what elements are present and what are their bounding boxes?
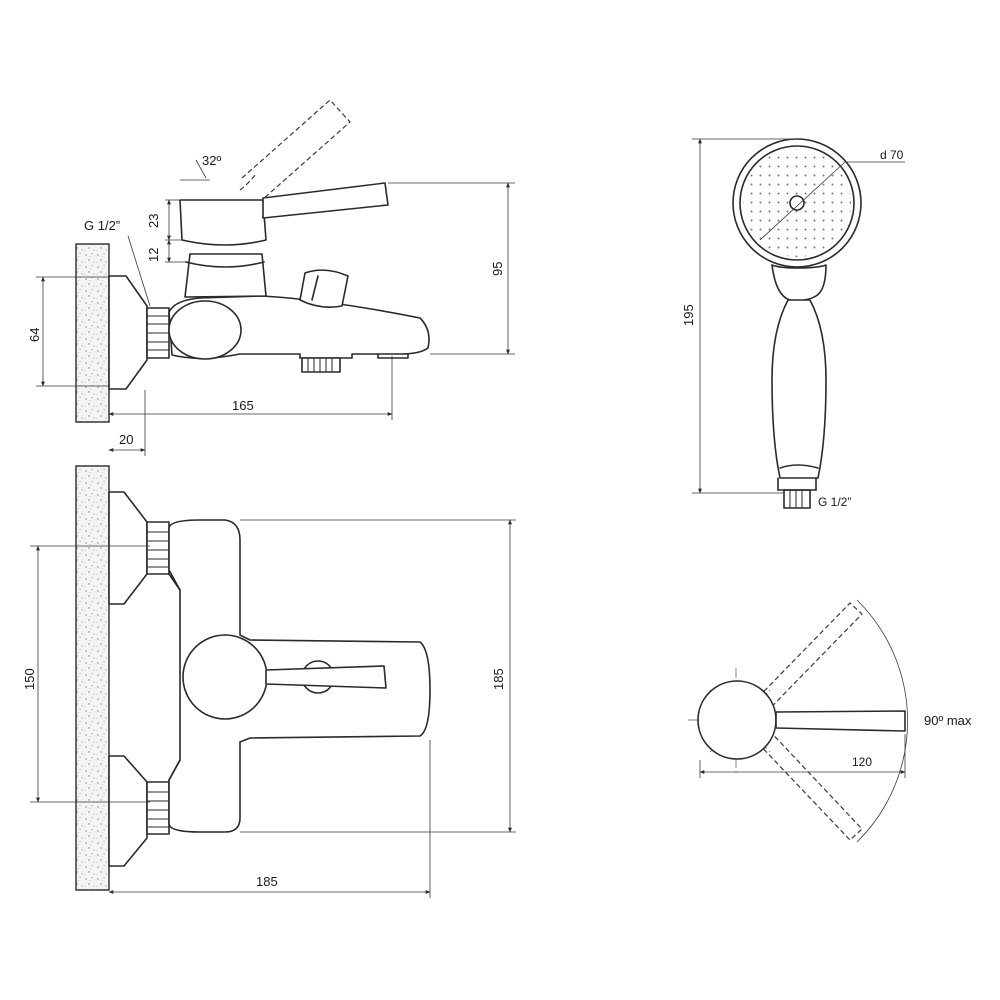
handle-circle-top [182,634,268,720]
lever-tilted-dashed [241,99,351,201]
dim-64-label: 64 [27,328,42,342]
handle-rotation-view: 90º max 120 [688,599,972,843]
dim-d70-label: d 70 [880,148,904,162]
hand-shower-view: d 70 G 1/2” 195 [681,138,905,509]
shower-thread [783,489,811,509]
flange-upper [108,491,148,605]
nut-lower [146,781,170,835]
wall-flange-side [108,275,148,390]
thread-inlet-label: G 1/2” [84,218,120,233]
angle-lever-label: 32º [202,153,221,168]
top-view: 150 185 185 [22,465,516,898]
nut-upper [146,521,170,575]
lever-rotation [775,710,906,732]
dim-20-label: 20 [119,432,133,447]
lever-rotated-down [735,707,863,841]
handle-circle-rotation [697,680,777,760]
dim-23-label: 23 [146,214,161,228]
diverter-knob-side [299,269,349,308]
rotation-arc [856,599,908,843]
dim-185-vertical-label: 185 [491,668,506,690]
dim-185-horizontal-label: 185 [256,874,278,889]
cartridge-neck-side [184,253,267,298]
lever-rotated-up [735,602,863,734]
lever-top [265,665,387,689]
wall-side [75,243,110,423]
handle-cap-side [179,199,267,246]
wall-top [75,465,110,891]
side-view: 32º G 1/2” 23 12 95 64 165 20 [27,99,515,456]
dim-120-label: 120 [852,755,872,769]
lever-side [262,182,389,219]
flange-lower [108,755,148,867]
dim-12-label: 12 [146,248,161,262]
angle-handle-label: 90º max [924,713,972,728]
dim-195-label: 195 [681,304,696,326]
shower-handle [771,264,827,302]
spout-thread [301,357,341,373]
thread-shower-label: G 1/2” [818,495,851,509]
dim-150-label: 150 [22,668,37,690]
dim-165-label: 165 [232,398,254,413]
body-boss-side [168,300,242,360]
dim-95-label: 95 [490,262,505,276]
